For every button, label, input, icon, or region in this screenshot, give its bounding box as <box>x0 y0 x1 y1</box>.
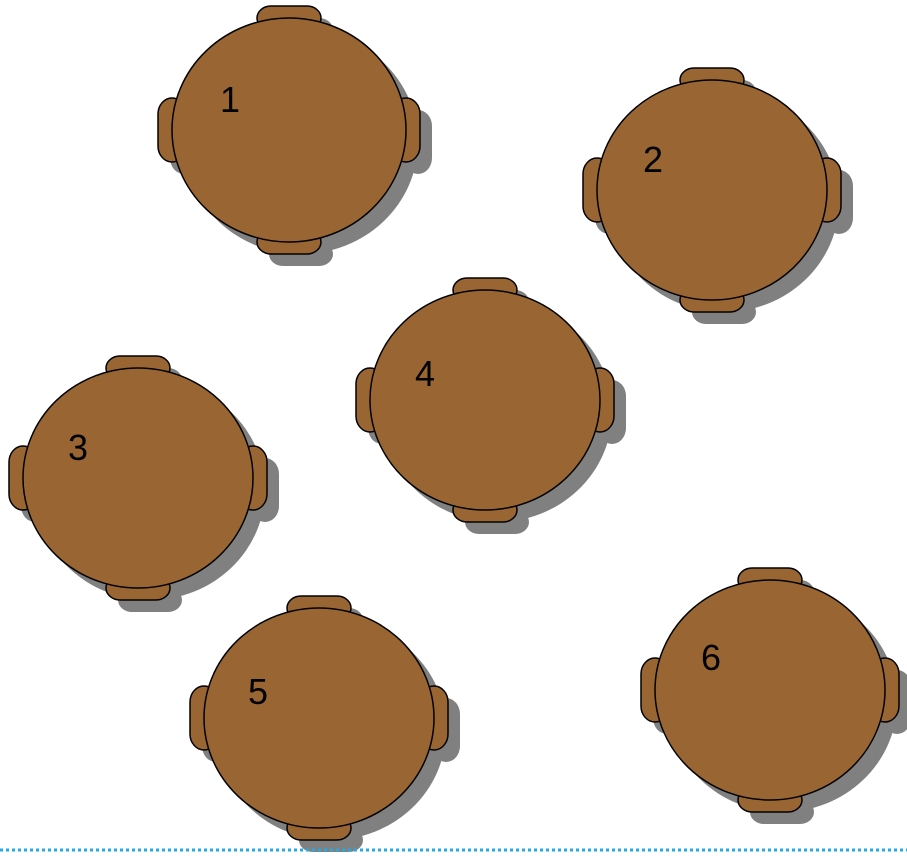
table-4: 4 <box>356 278 626 534</box>
round-table-top <box>655 580 885 800</box>
table-number-label: 3 <box>68 427 88 468</box>
round-table-top <box>370 290 600 510</box>
table-3: 3 <box>9 356 279 612</box>
table-5: 5 <box>190 596 460 852</box>
table-number-label: 4 <box>415 353 435 394</box>
round-table-top <box>204 608 434 828</box>
table-1: 1 <box>158 6 432 266</box>
table-number-label: 6 <box>701 637 721 678</box>
table-2: 2 <box>583 68 853 324</box>
table-number-label: 2 <box>643 139 663 180</box>
tables-layer: 1 2 3 4 5 6 <box>9 6 907 852</box>
round-table-top <box>597 80 827 300</box>
round-table-top <box>172 18 406 242</box>
table-number-label: 5 <box>248 671 268 712</box>
round-table-top <box>23 368 253 588</box>
table-6: 6 <box>641 568 907 824</box>
table-number-label: 1 <box>220 79 240 120</box>
